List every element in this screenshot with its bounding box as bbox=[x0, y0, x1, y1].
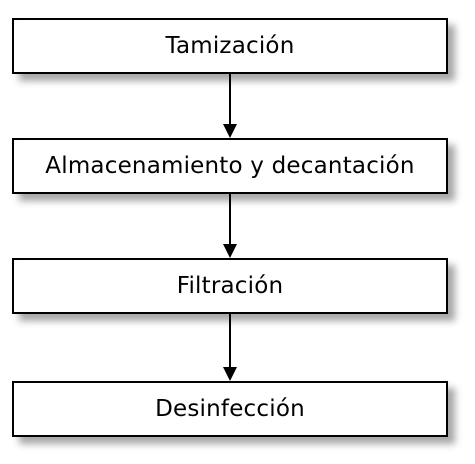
step-label: Desinfección bbox=[155, 396, 305, 422]
step-label: Filtración bbox=[176, 273, 284, 299]
arrow-3-to-4 bbox=[223, 314, 237, 381]
step-desinfeccion: Desinfección bbox=[12, 381, 448, 437]
step-label: Almacenamiento y decantación bbox=[45, 153, 415, 179]
arrow-2-to-3 bbox=[223, 194, 237, 258]
arrowhead bbox=[223, 124, 237, 138]
step-almacenamiento-decantacion: Almacenamiento y decantación bbox=[12, 138, 448, 194]
step-filtracion: Filtración bbox=[12, 258, 448, 314]
step-tamizacion: Tamización bbox=[12, 18, 448, 74]
arrowhead bbox=[223, 367, 237, 381]
arrowhead bbox=[223, 244, 237, 258]
step-label: Tamización bbox=[165, 33, 295, 59]
arrow-1-to-2 bbox=[223, 74, 237, 138]
